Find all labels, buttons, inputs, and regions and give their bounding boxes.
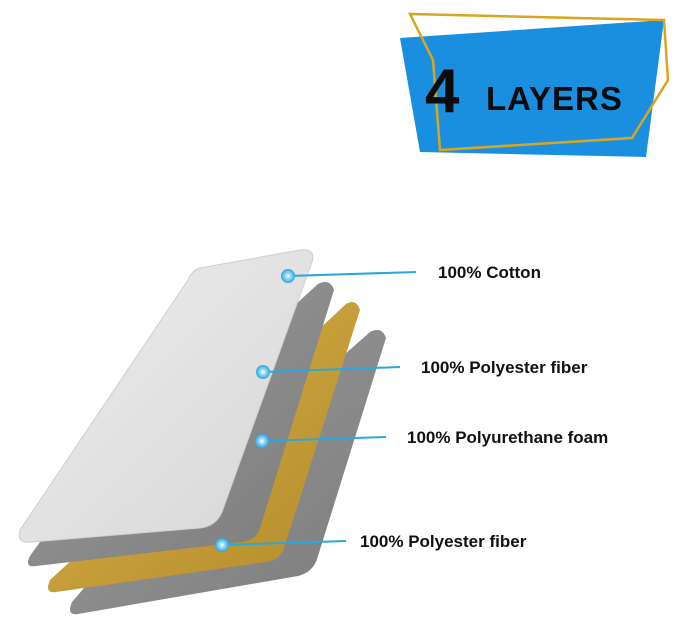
leader-dot-foam [255,434,269,448]
leader-line-polyester-upper [262,366,401,373]
layer-labels: 100% Cotton 100% Polyester fiber 100% Po… [360,263,608,551]
leader-dot-polyester-upper [256,365,270,379]
badge-word: LAYERS [486,80,623,117]
layer-top-cotton [18,249,314,543]
badge-outline [407,12,670,152]
leader-dot-cotton [281,269,295,283]
leader-line-foam [261,436,387,442]
leader-dot-polyester-lower [215,538,229,552]
badge-number: 4 [425,57,460,126]
layer-label-foam: 100% Polyurethane foam [407,428,608,447]
layer-1-sheet [18,249,314,543]
layer-label-polyester-upper: 100% Polyester fiber [421,358,588,377]
leader-lines [215,269,417,552]
badge: 4 LAYERS [400,12,670,157]
badge-banner [400,20,664,157]
leader-line-polyester-lower [221,540,347,546]
layer-label-cotton: 100% Cotton [438,263,541,282]
layer-label-polyester-lower: 100% Polyester fiber [360,532,527,551]
leader-line-cotton [287,271,417,277]
